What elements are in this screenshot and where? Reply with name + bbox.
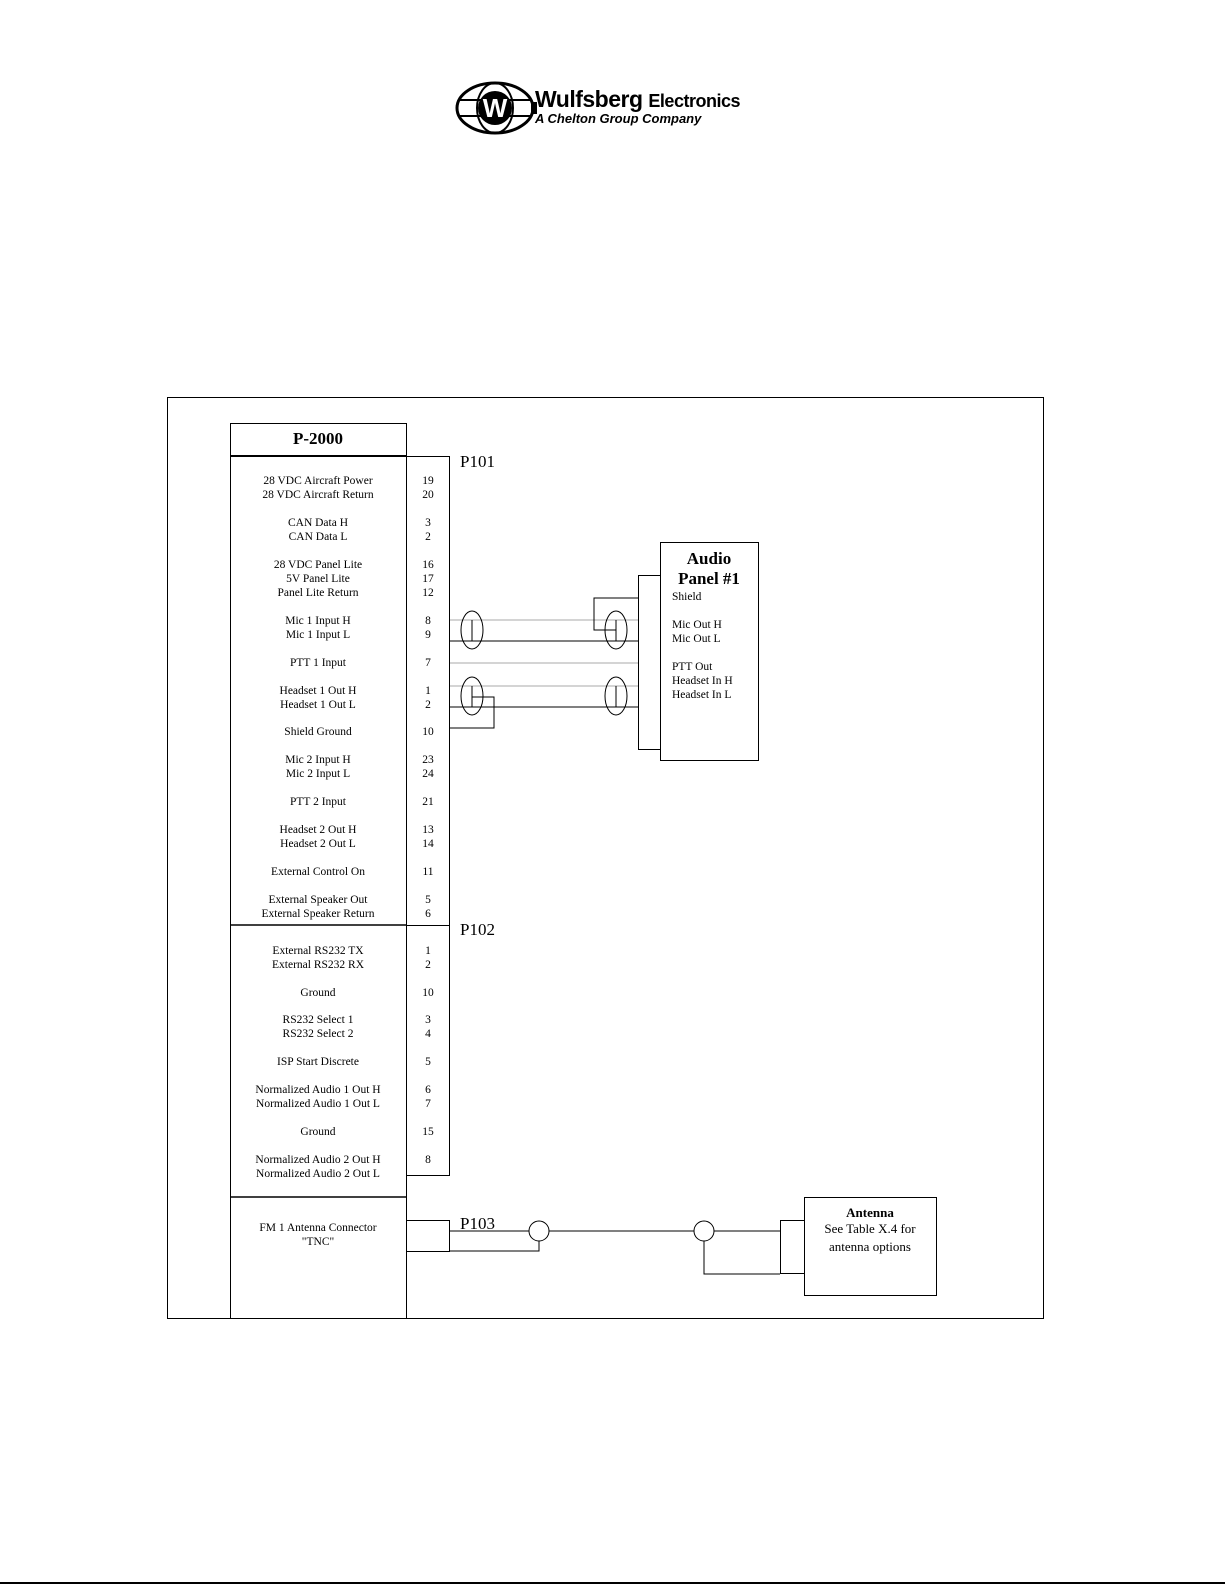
pin-number: 5 (425, 894, 431, 906)
pin-number: 8 (425, 615, 431, 627)
signal-label: PTT 2 Input (290, 796, 347, 808)
pin-number: 7 (425, 1098, 431, 1110)
pin-number: 19 (422, 475, 434, 487)
pin-number: 4 (425, 1028, 431, 1040)
pin-number: 15 (422, 1126, 434, 1138)
audio-panel-title-line2: Panel #1 (678, 569, 740, 588)
signal-label: CAN Data L (289, 531, 348, 543)
pin-number: 5 (425, 1056, 431, 1068)
audio-panel-pin-label: Mic Out L (672, 633, 721, 645)
signal-label: External RS232 RX (272, 959, 365, 971)
pin-number: 7 (425, 657, 431, 669)
diagram-frame (167, 397, 1044, 1319)
signal-label: Normalized Audio 1 Out L (256, 1098, 380, 1110)
pin-number: 1 (425, 685, 431, 697)
pin-number: 6 (425, 908, 431, 920)
antenna-title: Antenna (846, 1205, 894, 1220)
pin-number: 1 (425, 945, 431, 957)
signal-label: Panel Lite Return (277, 587, 358, 599)
pin-number: 14 (422, 838, 434, 850)
pin-number: 21 (422, 796, 434, 808)
signal-label: Normalized Audio 2 Out L (256, 1168, 380, 1180)
audio-panel-title: Audio (687, 549, 731, 568)
pin-number: 12 (422, 587, 434, 599)
signal-label: 28 VDC Panel Lite (274, 559, 362, 571)
signal-label: Headset 1 Out L (280, 699, 356, 711)
signal-label: RS232 Select 1 (283, 1014, 354, 1026)
audio-panel-connector (638, 575, 661, 750)
signal-label: Headset 2 Out L (280, 838, 356, 850)
unit-title: P-2000 (293, 429, 343, 448)
signal-label: Headset 1 Out H (280, 685, 357, 697)
signal-label: External Speaker Out (269, 894, 369, 906)
pin-number: 13 (422, 824, 434, 836)
pin-number: 9 (425, 629, 431, 641)
signal-label: Mic 1 Input L (286, 629, 350, 641)
signal-label: External Speaker Return (261, 908, 374, 920)
signal-label: Ground (300, 1126, 335, 1138)
audio-panel-pin-label: Headset In L (672, 689, 731, 701)
pin-number: 2 (425, 699, 431, 711)
svg-text:W: W (483, 93, 508, 123)
signal-label: CAN Data H (288, 517, 348, 529)
pin-number: 10 (422, 726, 434, 738)
pin-number: 20 (422, 489, 434, 501)
signal-label: Ground (300, 987, 335, 999)
audio-panel-pin-label: Headset In H (672, 675, 733, 687)
brand-tagline: A Chelton Group Company (535, 111, 702, 126)
pin-number: 24 (422, 768, 434, 780)
pin-number: 2 (425, 959, 431, 971)
signal-label: Normalized Audio 1 Out H (255, 1084, 380, 1096)
pin-number: 3 (425, 517, 431, 529)
signal-label: Mic 2 Input H (285, 754, 350, 766)
signal-label: 5V Panel Lite (286, 573, 350, 585)
signal-label: Normalized Audio 2 Out H (255, 1154, 380, 1166)
connector-label-p101: P101 (460, 452, 495, 471)
antenna-note: See Table X.4 for (824, 1221, 916, 1236)
signal-label: Shield Ground (284, 726, 352, 738)
pin-number: 10 (422, 987, 434, 999)
pin-number: 6 (425, 1084, 431, 1096)
pin-number: 8 (425, 1154, 431, 1166)
wulfsberg-logo-icon: W (455, 81, 537, 135)
connector-label-p102: P102 (460, 920, 495, 939)
audio-panel-pin-label: PTT Out (672, 661, 713, 673)
pin-number: 2 (425, 531, 431, 543)
signal-label: Headset 2 Out H (280, 824, 357, 836)
connector-label-p103: P103 (460, 1214, 495, 1233)
signal-label: Mic 2 Input L (286, 768, 350, 780)
antenna-note-line2: antenna options (829, 1239, 911, 1254)
brand-name: Wulfsberg Electronics (535, 86, 740, 112)
audio-panel-pin-label: Mic Out H (672, 619, 722, 631)
signal-label: Mic 1 Input H (285, 615, 350, 627)
signal-label: External Control On (271, 866, 365, 878)
pin-number: 11 (422, 866, 433, 878)
pin-number: 16 (422, 559, 434, 571)
antenna-connector (780, 1220, 805, 1274)
pin-number: 17 (422, 573, 434, 585)
signal-label: FM 1 Antenna Connector (259, 1222, 376, 1234)
signal-label: 28 VDC Aircraft Return (262, 489, 374, 501)
page-rule (0, 1582, 1225, 1584)
pin-number: 23 (422, 754, 434, 766)
signal-label: External RS232 TX (272, 945, 364, 957)
signal-label: ISP Start Discrete (277, 1056, 359, 1068)
audio-panel-pin-label: Shield (672, 591, 702, 603)
pin-number: 3 (425, 1014, 431, 1026)
signal-label: RS232 Select 2 (283, 1028, 354, 1040)
signal-label: PTT 1 Input (290, 657, 347, 669)
signal-label: 28 VDC Aircraft Power (263, 475, 373, 487)
p102-pin-column (406, 925, 450, 1176)
signal-label: "TNC" (302, 1236, 334, 1248)
p103-connector (406, 1220, 450, 1252)
